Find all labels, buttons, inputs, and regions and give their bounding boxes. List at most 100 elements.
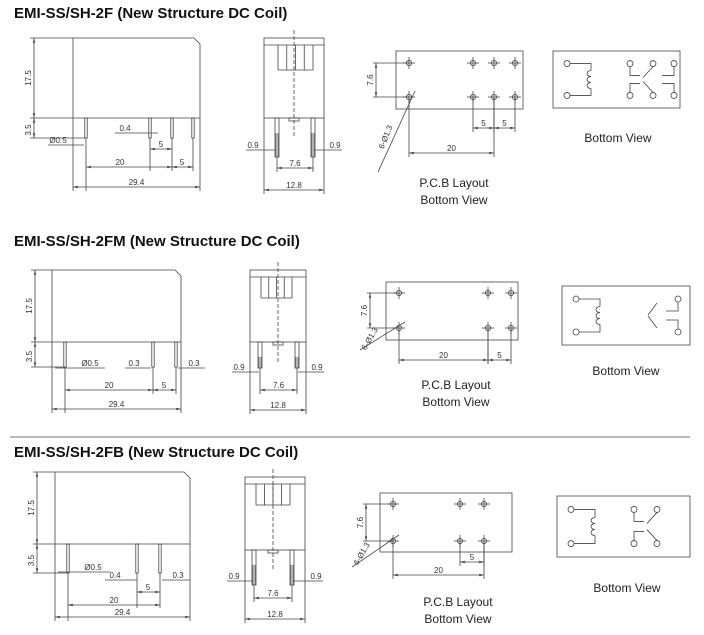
leader-line	[351, 534, 400, 568]
pin-width-a-label: 0.4	[109, 571, 121, 580]
relay-pin	[148, 117, 152, 139]
pcb-caption: P.C.B Layout	[423, 595, 493, 609]
pcb-caption: P.C.B Layout	[421, 378, 491, 392]
pin-width-a-label: 0.4	[119, 124, 131, 133]
relay-body-front	[244, 476, 306, 551]
width-label: 12.8	[270, 401, 286, 410]
left-offset-label: 0.9	[247, 141, 259, 150]
contact-terminal	[626, 60, 634, 67]
relay-pin	[135, 543, 139, 574]
pcb-caption-subtitle: Bottom View	[424, 612, 491, 626]
relay-pin	[84, 117, 88, 139]
pin-width-a-label: 0.3	[128, 359, 140, 368]
bottom-view-outline	[552, 50, 681, 109]
coil-lead	[570, 88, 592, 96]
pitch-main-label: 20	[105, 381, 114, 390]
contact-terminal	[630, 540, 638, 547]
bottom-view: Bottom View	[552, 50, 681, 145]
fixed-contact	[666, 301, 679, 312]
pin-length-label: 3.5	[24, 124, 33, 136]
coil-terminal	[567, 506, 575, 513]
coil-terminal	[572, 295, 580, 303]
hole-spec-label: 6-Ø1.3	[352, 540, 372, 566]
contact-terminal	[626, 92, 634, 99]
pcb-caption: P.C.B Layout	[419, 176, 489, 190]
length-label: 29.4	[115, 608, 131, 617]
relay-pin	[63, 341, 67, 368]
pitch-b-label: 5	[470, 553, 475, 562]
contact-terminal	[670, 92, 678, 99]
pitch-b-label: 5	[502, 119, 507, 128]
height-label: 17.5	[24, 70, 33, 86]
section-title: EMI-SS/SH-2FB (New Structure DC Coil)	[14, 444, 298, 461]
bottom-view: Bottom View	[561, 285, 691, 378]
pcb-caption-subtitle: Bottom View	[422, 395, 489, 409]
coil-terminal	[567, 540, 575, 547]
relay-pin	[158, 543, 162, 574]
row-spacing-label: 7.6	[366, 74, 375, 86]
pitch-a-label: 5	[159, 140, 164, 149]
pin-length-label: 3.5	[25, 350, 34, 362]
bottom-view-caption: Bottom View	[592, 364, 659, 378]
right-offset-label: 0.9	[311, 363, 323, 372]
fixed-contact	[666, 319, 679, 330]
pitch-main-label: 20	[447, 144, 456, 153]
pitch-b-label: 5	[162, 381, 167, 390]
pitch-main-label: 20	[116, 158, 125, 167]
relay-body	[51, 269, 182, 343]
coil-icon	[595, 306, 601, 325]
coil-terminal	[572, 328, 580, 336]
relay-pin	[191, 117, 195, 139]
bottom-view-outline	[556, 495, 691, 558]
bottom-view-outline	[561, 285, 691, 346]
contact-lead	[633, 531, 644, 541]
pin-dia-label: Ø0.5	[81, 359, 99, 368]
section-title: EMI-SS/SH-2FM (New Structure DC Coil)	[14, 233, 300, 250]
right-offset-label: 0.9	[329, 141, 341, 150]
coil-lead	[574, 535, 596, 544]
front-view: 7.6 12.8 0.9 0.9	[232, 262, 324, 414]
width-label: 12.8	[267, 610, 283, 619]
contact-terminal	[649, 92, 657, 99]
fixed-contact	[662, 83, 675, 93]
coil-lead	[579, 298, 601, 307]
pin-width-b-label: 0.3	[172, 571, 184, 580]
pitch-b-label: 5	[497, 351, 502, 360]
pin-stub	[272, 341, 284, 346]
pcb-outline	[379, 492, 513, 553]
left-offset-label: 0.9	[233, 363, 245, 372]
bottom-view-caption: Bottom View	[593, 581, 660, 595]
width-label: 12.8	[286, 181, 302, 190]
height-label: 17.5	[27, 500, 36, 516]
bottom-view-caption: Bottom View	[584, 131, 651, 145]
right-offset-label: 0.9	[310, 572, 322, 581]
coil-terminal	[563, 60, 571, 67]
contact-lead	[629, 83, 640, 93]
pitch-main-label: 20	[110, 596, 119, 605]
fixed-contact	[662, 66, 675, 76]
hole-spec-label: 6-Ø1.3	[360, 325, 380, 351]
switch-arm	[642, 81, 654, 93]
section-title: EMI-SS/SH-2FM (New Structure DC Coil)	[14, 233, 300, 250]
pitch-b-label: 5	[180, 158, 185, 167]
switch-arm	[647, 315, 658, 329]
contact-terminal	[674, 295, 682, 303]
section-title: EMI-SS/SH-2F (New Structure DC Coil)	[14, 5, 287, 22]
pin-span-label: 7.6	[273, 381, 285, 390]
pitch-main-label: 20	[439, 351, 448, 360]
height-label: 17.5	[25, 298, 34, 314]
contact-lead	[633, 512, 644, 522]
coil-icon	[586, 70, 592, 89]
pitch-a-label: 5	[481, 119, 486, 128]
leader-line	[359, 321, 406, 351]
length-label: 29.4	[109, 400, 125, 409]
coil-terminal	[563, 92, 571, 99]
